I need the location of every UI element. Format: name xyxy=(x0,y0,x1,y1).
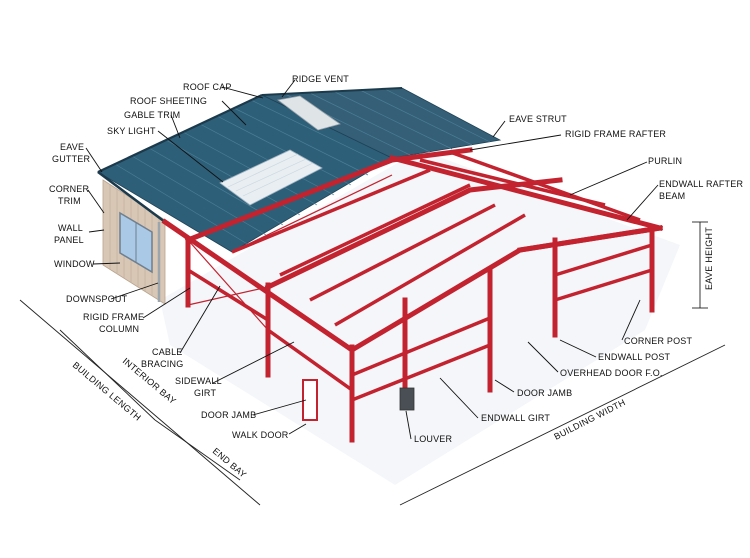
label-rigid-frame-column-2: COLUMN xyxy=(99,324,139,334)
label-sidewall-girt-1: SIDEWALL xyxy=(175,376,222,386)
label-endwall-rafter-beam-2: BEAM xyxy=(659,191,685,201)
label-downspout: DOWNSPOUT xyxy=(66,294,128,304)
ridge-vent xyxy=(277,95,341,131)
label-wall-panel-2: PANEL xyxy=(54,235,84,245)
label-cable-bracing-1: CABLE xyxy=(152,347,183,357)
label-building-width: BUILDING WIDTH xyxy=(552,397,627,442)
label-endwall-rafter-beam-1: ENDWALL RAFTER xyxy=(659,179,743,189)
roof-cap xyxy=(261,87,403,96)
label-sky-light: SKY LIGHT xyxy=(107,126,156,136)
label-endwall-post: ENDWALL POST xyxy=(598,352,671,362)
gable-trim xyxy=(97,94,263,173)
steel-frame xyxy=(161,147,664,443)
label-roof-cap: ROOF CAP xyxy=(183,82,232,92)
label-window: WINDOW xyxy=(54,259,95,269)
label-endwall-girt: ENDWALL GIRT xyxy=(481,413,550,423)
label-eave-height: EAVE HEIGHT xyxy=(704,227,714,290)
label-corner-trim-2: TRIM xyxy=(58,196,81,206)
label-eave-gutter-1: EAVE xyxy=(60,142,84,152)
label-roof-sheeting: ROOF SHEETING xyxy=(130,96,207,106)
label-gable-trim: GABLE TRIM xyxy=(124,110,180,120)
label-eave-gutter-2: GUTTER xyxy=(52,154,90,164)
label-corner-post: CORNER POST xyxy=(624,336,693,346)
floor-slab xyxy=(160,150,680,485)
label-walk-door: WALK DOOR xyxy=(232,430,289,440)
dimension-lines xyxy=(19,221,726,506)
label-rigid-frame-column-1: RIGID FRAME xyxy=(83,312,144,322)
eave-gutter xyxy=(97,170,166,224)
label-door-jamb-left: DOOR JAMB xyxy=(201,410,256,420)
label-overhead-door: OVERHEAD DOOR F.O. xyxy=(560,368,663,378)
label-wall-panel-1: WALL xyxy=(58,223,83,233)
leader-lines xyxy=(85,79,659,440)
label-corner-trim-1: CORNER xyxy=(49,184,90,194)
callout-labels: ROOF CAP RIDGE VENT ROOF SHEETING GABLE … xyxy=(49,74,743,444)
label-purlin: PURLIN xyxy=(648,156,682,166)
label-door-jamb-right: DOOR JAMB xyxy=(517,388,572,398)
label-rigid-frame-rafter: RIGID FRAME RAFTER xyxy=(565,129,666,139)
label-louver: LOUVER xyxy=(414,434,453,444)
sky-light xyxy=(219,149,323,206)
label-cable-bracing-2: BRACING xyxy=(141,359,183,369)
label-ridge-vent: RIDGE VENT xyxy=(292,74,349,84)
label-eave-strut: EAVE STRUT xyxy=(509,114,567,124)
label-sidewall-girt-2: GIRT xyxy=(194,388,216,398)
